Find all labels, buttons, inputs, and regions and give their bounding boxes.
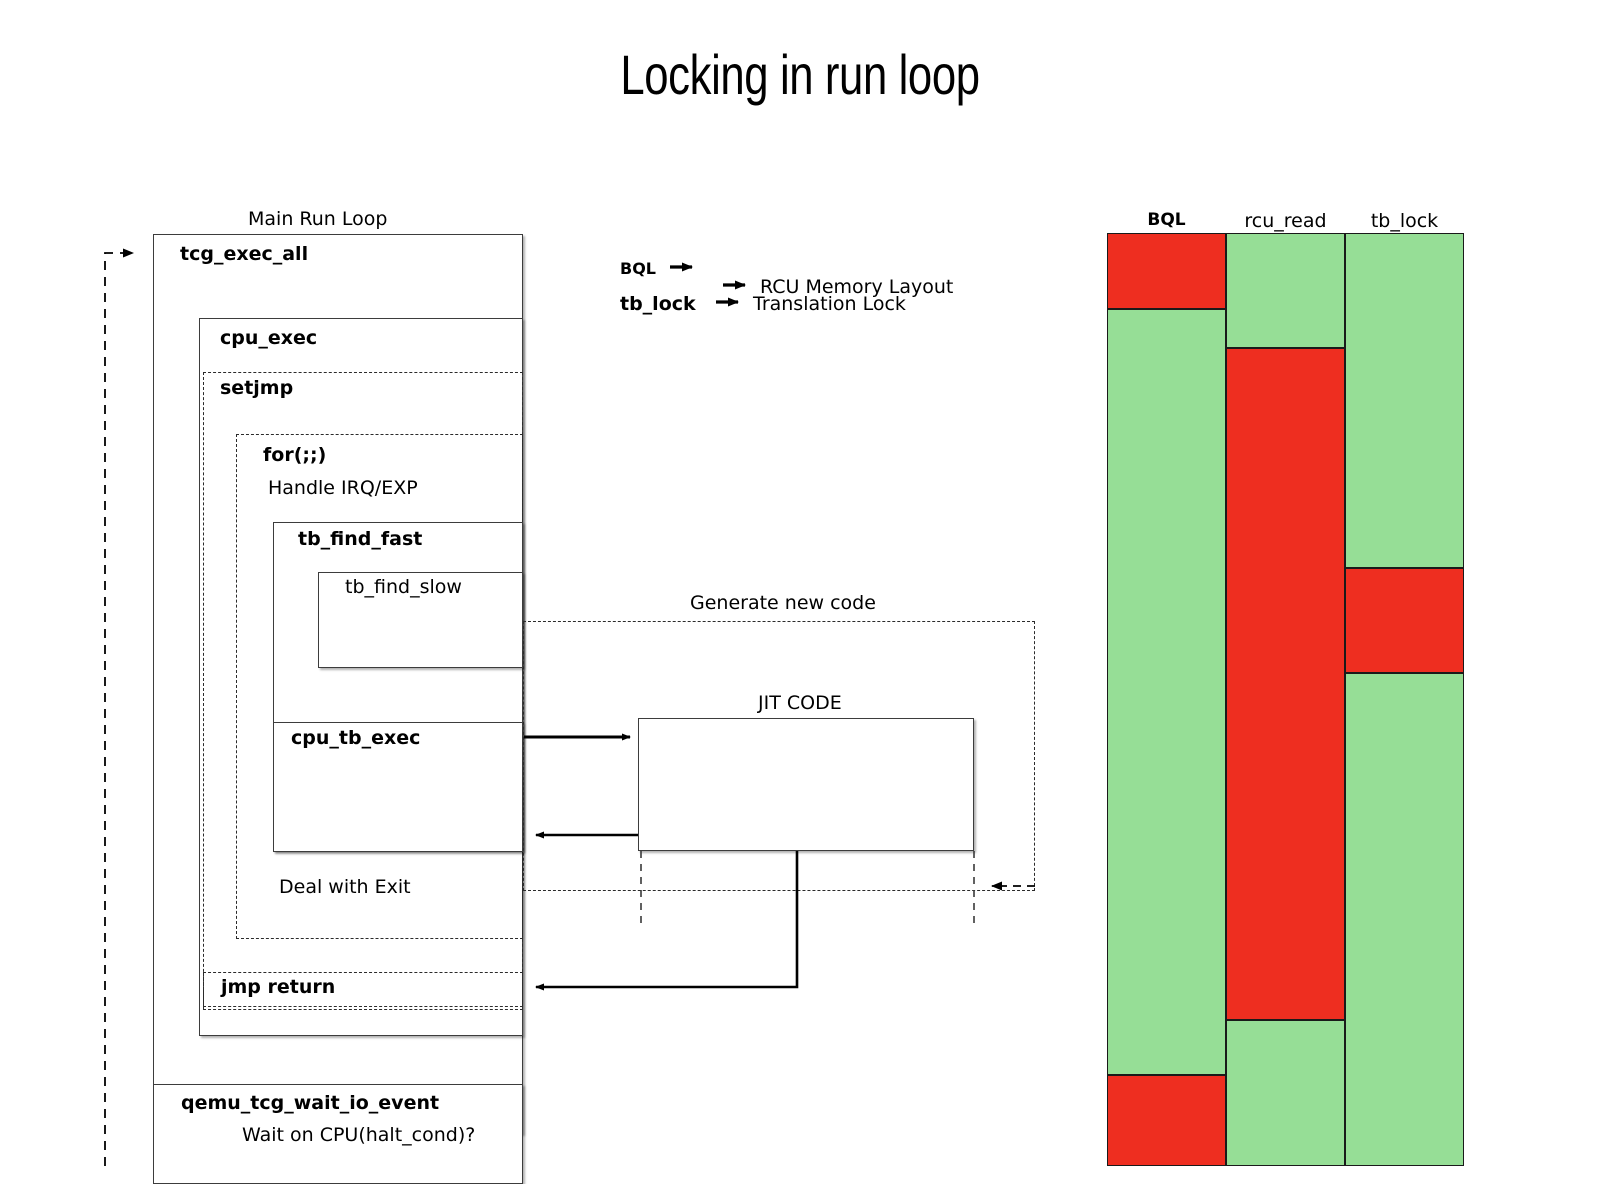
lock-segment-tb_lock-free-2[interactable] <box>1346 673 1463 1166</box>
label-cpu-exec: cpu_exec <box>220 327 318 349</box>
label-tb-find-slow: tb_find_slow <box>345 576 462 598</box>
box-jmp-return[interactable] <box>203 972 523 1010</box>
page-title: Locking in run loop <box>620 43 980 106</box>
lock-segment-tb_lock-held-1[interactable] <box>1346 568 1463 673</box>
legend-bql-label: BQL <box>620 259 656 278</box>
label-for-loop: for(;;) <box>263 444 327 466</box>
lock-segment-rcu_read-free-0[interactable] <box>1227 233 1344 348</box>
lock-segment-bql-held-2[interactable] <box>1108 1075 1225 1166</box>
lock-segment-tb_lock-free-0[interactable] <box>1346 233 1463 568</box>
label-setjmp: setjmp <box>220 377 294 399</box>
legend-tb-lock-label: tb_lock <box>620 293 696 315</box>
lock-segment-rcu_read-free-2[interactable] <box>1227 1020 1344 1166</box>
chart-column-header-tb_lock: tb_lock <box>1370 210 1439 232</box>
lock-column-bql[interactable] <box>1107 233 1226 1166</box>
box-tb-find-slow[interactable] <box>318 572 523 668</box>
lock-segment-bql-held-0[interactable] <box>1108 233 1225 309</box>
label-wait-on-cpu-halt-cond: Wait on CPU(halt_cond)? <box>242 1124 476 1146</box>
jit-code-caption: JIT CODE <box>758 692 842 714</box>
label-handle-irq-exp: Handle IRQ/EXP <box>268 477 418 499</box>
box-cpu-tb-exec[interactable] <box>273 722 523 852</box>
label-tb-find-fast: tb_find_fast <box>298 528 423 550</box>
label-tcg-exec-all: tcg_exec_all <box>180 243 309 265</box>
label-deal-with-exit: Deal with Exit <box>279 876 411 898</box>
legend-rcu-meaning: RCU Memory Layout <box>760 276 954 298</box>
chart-column-header-rcu_read: rcu_read <box>1244 210 1327 232</box>
lock-column-rcu_read[interactable] <box>1226 233 1345 1166</box>
main-run-loop-caption: Main Run Loop <box>248 208 388 230</box>
lock-segment-bql-free-1[interactable] <box>1108 309 1225 1075</box>
label-cpu-tb-exec: cpu_tb_exec <box>291 727 421 749</box>
generate-new-code-caption: Generate new code <box>690 592 876 614</box>
chart-column-header-bql: BQL <box>1147 210 1186 230</box>
label-qemu-tcg-wait-io-event: qemu_tcg_wait_io_event <box>181 1092 440 1114</box>
legend-tb-lock-meaning: Translation Lock <box>753 293 906 315</box>
label-jmp-return: jmp return <box>221 976 336 998</box>
lock-segment-rcu_read-held-1[interactable] <box>1227 348 1344 1020</box>
lock-column-tb_lock[interactable] <box>1345 233 1464 1166</box>
box-jit-code[interactable] <box>638 718 974 851</box>
